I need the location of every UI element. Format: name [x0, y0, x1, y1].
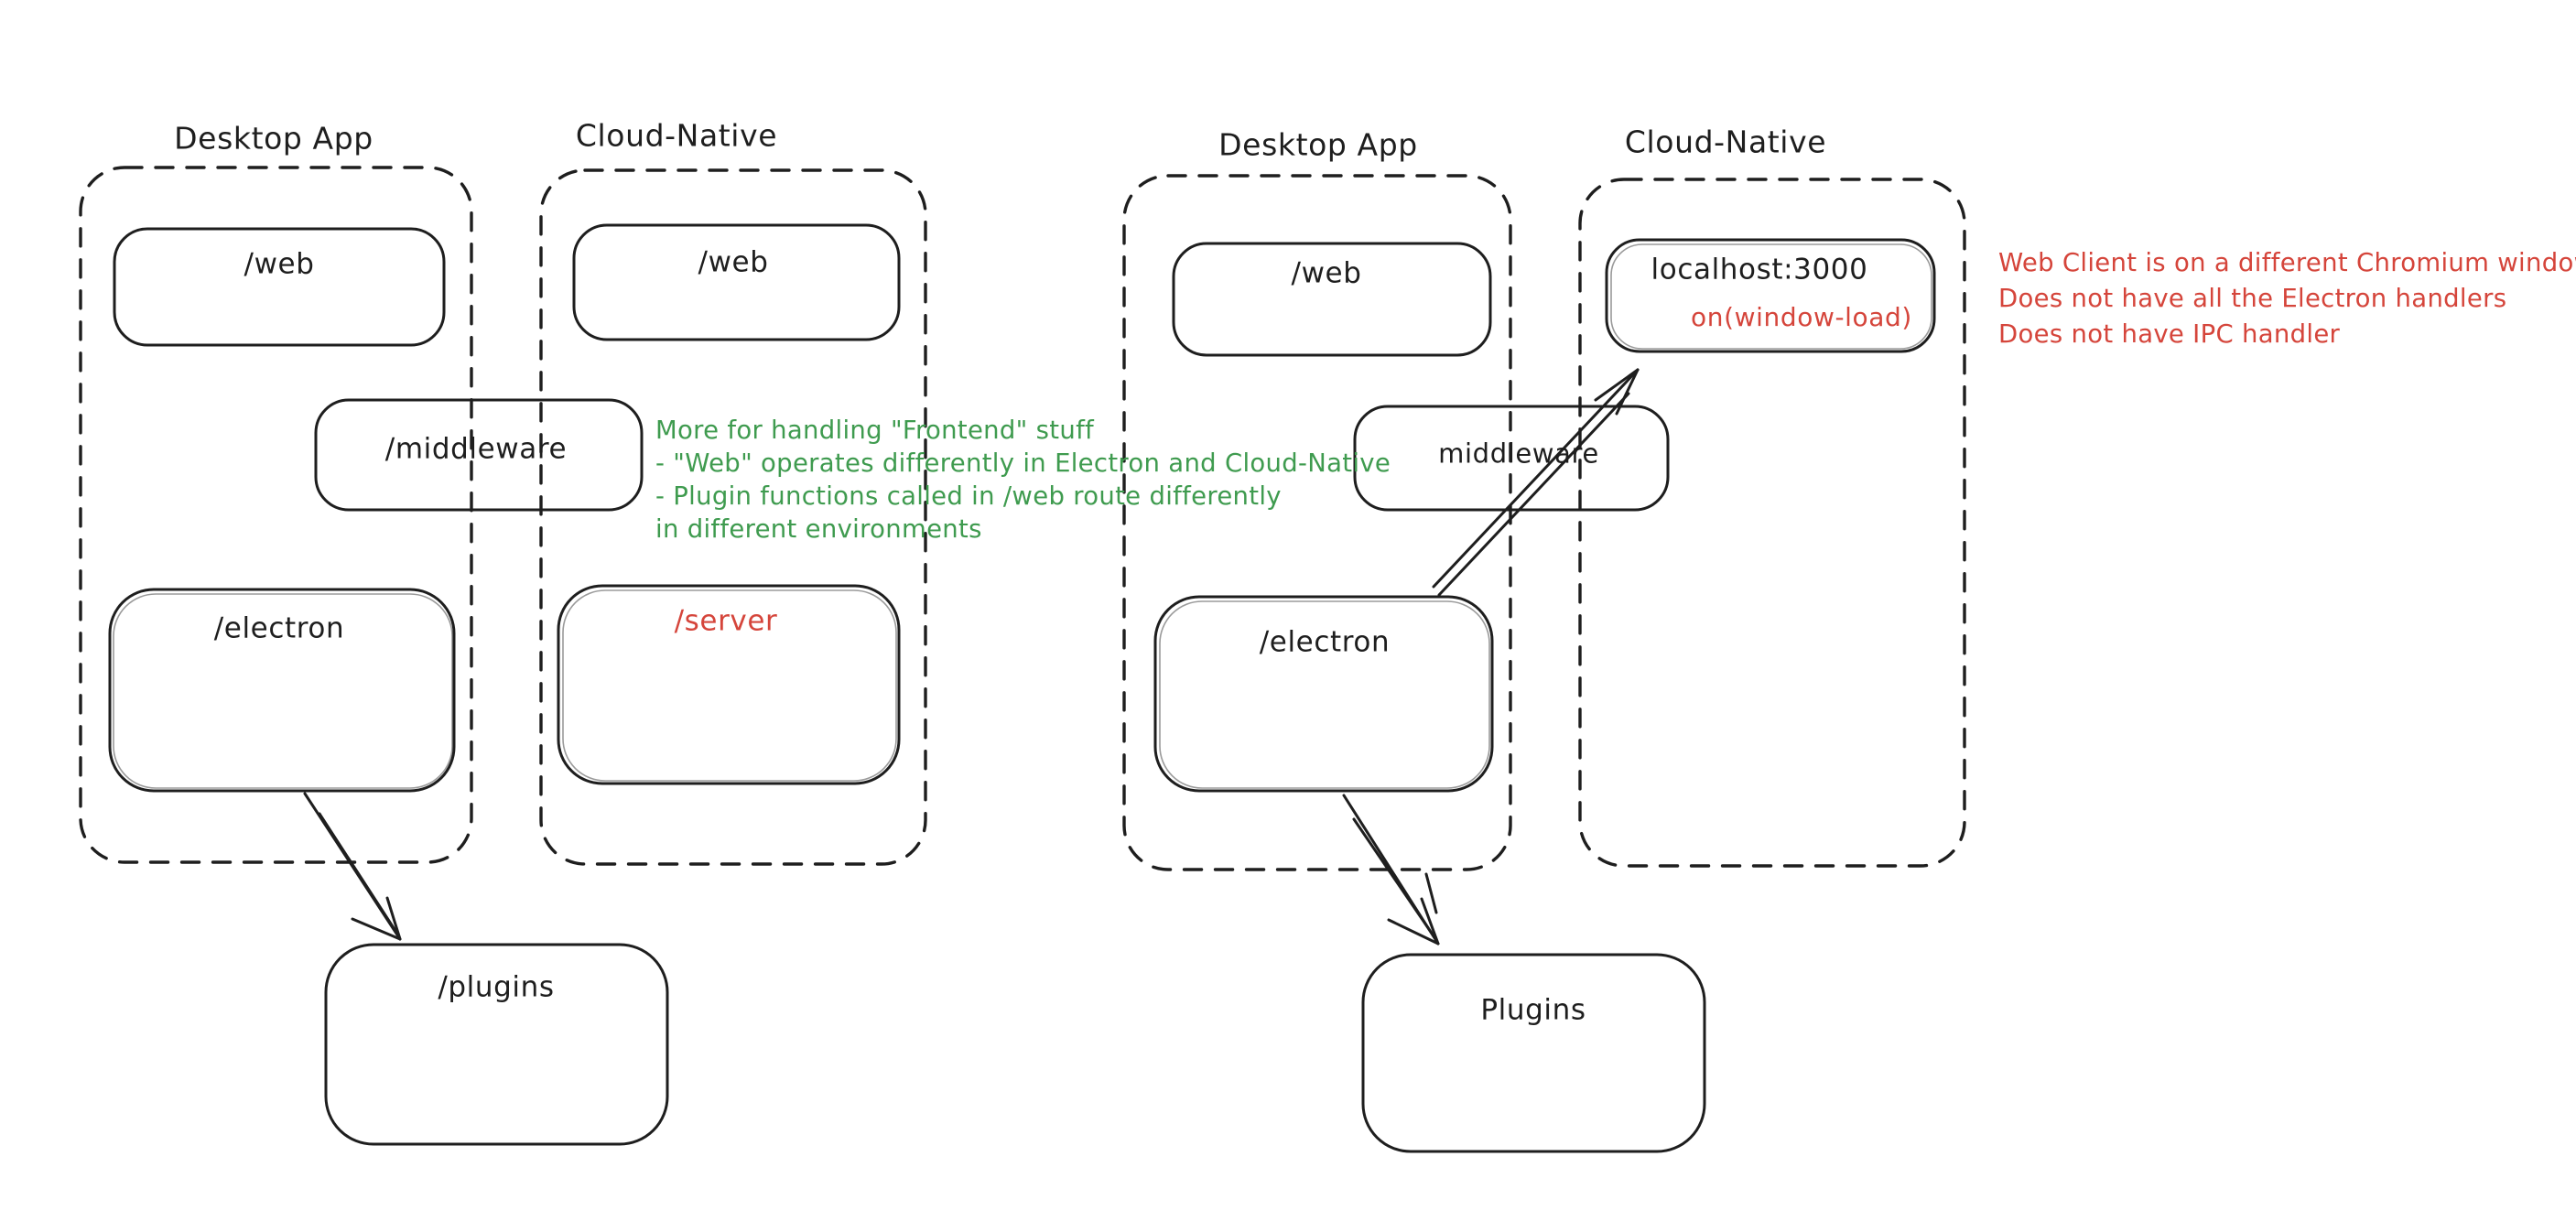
- d2-web-label: /web: [1291, 256, 1362, 290]
- d2-middleware-label: middleware: [1438, 438, 1599, 470]
- d2-localhost-box: [1605, 238, 1936, 353]
- red-annotation-line-2: Does not have all the Electron handlers: [1998, 284, 2507, 313]
- d2-web-box: [1172, 242, 1492, 357]
- d1-server-box-sketch-stroke: [562, 589, 897, 782]
- d2-localhost-label: localhost:3000: [1651, 253, 1868, 286]
- d2-electron-to-plugins-arrow-stroke2: [1352, 817, 1436, 939]
- d2-down-arrow-barb-right: [1420, 897, 1440, 946]
- d1-electron-box: [108, 588, 456, 793]
- d2-electron-box: [1153, 595, 1494, 793]
- d2-localhost-box-sketch-stroke: [1610, 243, 1932, 350]
- green-annotation: More for handling "Frontend" stuff - "We…: [655, 414, 1391, 546]
- d2-cloud-container: [1578, 178, 1966, 868]
- d1-plugins-box: [324, 943, 669, 1146]
- d1-cloud-container-title: Cloud-Native: [575, 117, 778, 154]
- d1-server-box: [557, 584, 901, 785]
- d1-web-cloud-box: [572, 223, 901, 341]
- d2-middleware-box: [1353, 405, 1670, 512]
- d1-arrow-barb-left: [351, 917, 402, 941]
- d1-desktop-container-title: Desktop App: [174, 120, 373, 157]
- d1-plugins-label: /plugins: [438, 970, 555, 1004]
- green-annotation-line-2: - "Web" operates differently in Electron…: [655, 448, 1391, 478]
- red-annotation: Web Client is on a different Chromium wi…: [1998, 245, 2576, 352]
- green-annotation-line-1: More for handling "Frontend" stuff: [655, 416, 1095, 445]
- d1-electron-label: /electron: [213, 611, 345, 645]
- d1-electron-box-sketch-stroke: [113, 593, 453, 789]
- d2-down-arrow-sketch-tick: [1424, 872, 1438, 914]
- d2-electron-label: /electron: [1259, 625, 1391, 659]
- d2-down-arrow-barb-left: [1387, 918, 1440, 946]
- d2-up-arrow-barb-right: [1594, 368, 1640, 402]
- d2-plugins-label: Plugins: [1480, 993, 1586, 1027]
- d2-desktop-container-title: Desktop App: [1218, 126, 1418, 163]
- red-annotation-line-3: Does not have IPC handler: [1998, 319, 2341, 349]
- d1-middleware-label: /middleware: [384, 432, 568, 466]
- d2-electron-to-localhost-arrow: [1432, 368, 1640, 589]
- d1-cloud-container: [539, 168, 927, 866]
- d2-plugins-box: [1361, 953, 1706, 1153]
- d2-cloud-container-title: Cloud-Native: [1624, 124, 1827, 160]
- d1-middleware-box: [314, 398, 644, 512]
- d1-web-desktop-box: [113, 227, 446, 347]
- green-annotation-line-4: in different environments: [655, 514, 982, 544]
- red-annotation-line-1: Web Client is on a different Chromium wi…: [1998, 248, 2576, 277]
- d1-arrow-barb-right: [385, 896, 402, 941]
- d2-desktop-container: [1122, 174, 1512, 871]
- d1-server-label: /server: [674, 604, 778, 638]
- green-annotation-line-3: - Plugin functions called in /web route …: [655, 481, 1282, 511]
- d2-window-load-label: on(window-load): [1691, 302, 1912, 332]
- d1-desktop-container: [79, 166, 473, 864]
- d2-electron-to-localhost-arrow-stroke2: [1437, 392, 1630, 597]
- d1-electron-to-plugins-arrow-stroke2: [318, 812, 399, 935]
- d1-web-cloud-label: /web: [698, 245, 769, 279]
- d1-web-desktop-label: /web: [244, 247, 315, 281]
- d2-up-arrow-barb-left: [1615, 368, 1640, 416]
- d2-electron-box-sketch-stroke: [1159, 600, 1490, 789]
